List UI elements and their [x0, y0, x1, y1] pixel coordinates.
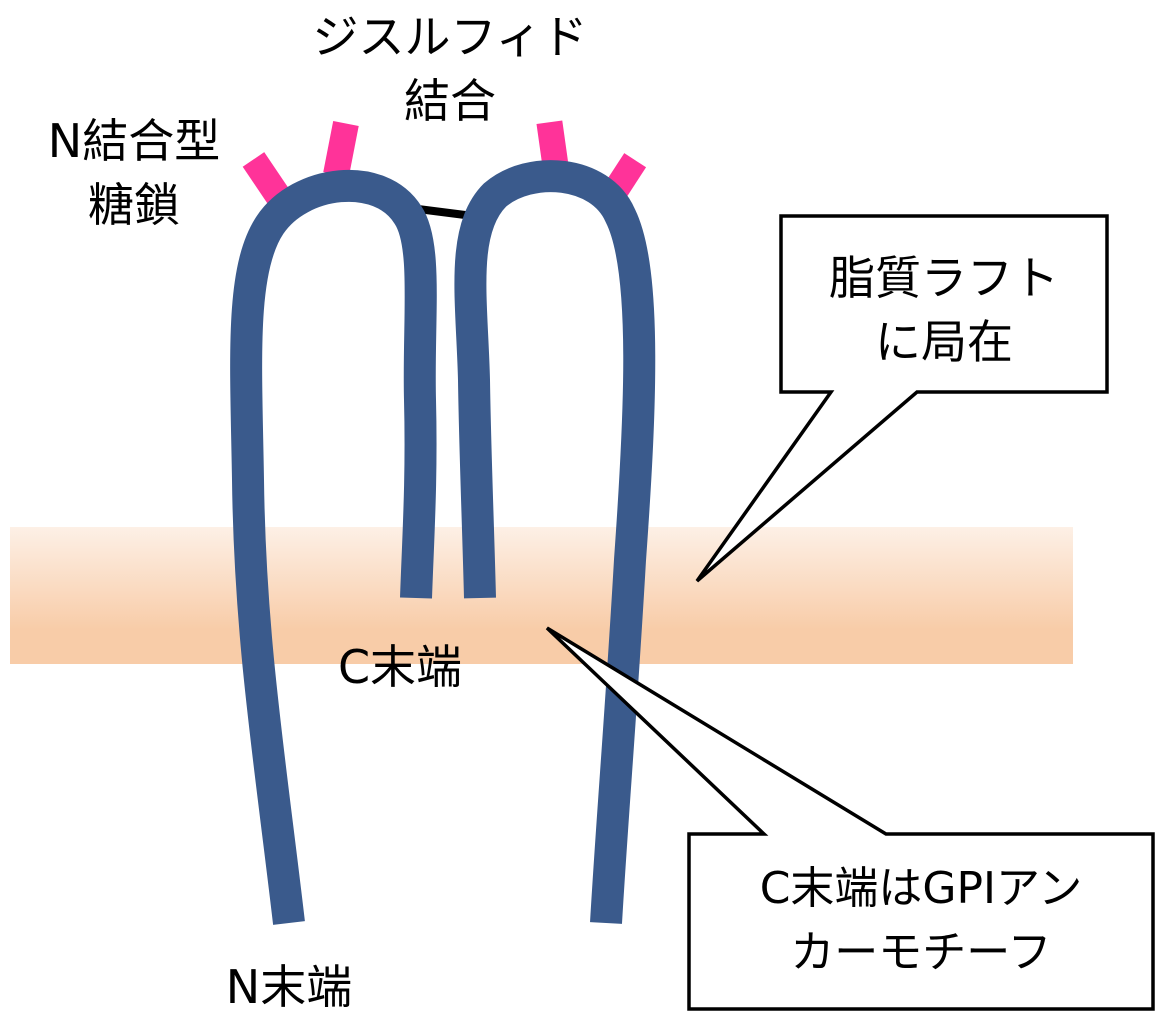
n-glycan-2: [323, 121, 358, 177]
lipid-raft-callout-line1: 脂質ラフト: [829, 251, 1059, 305]
disulfide-label-line1: ジスルフィド: [312, 10, 587, 64]
disulfide-label-line2: 結合: [404, 74, 496, 128]
lipid-membrane: [10, 527, 1073, 664]
gpi-anchor-callout-line2: カーモチーフ: [790, 927, 1051, 978]
lipid-raft-callout-line2: に局在: [875, 315, 1013, 369]
n-glycan-label-line2: 糖鎖: [88, 178, 180, 232]
n-terminus-label: N末端: [226, 960, 352, 1014]
gpi-anchor-callout-line1: C末端はGPIアン: [760, 863, 1083, 914]
n-glycan-label-line1: N結合型: [48, 114, 220, 168]
c-terminus-label: C末端: [338, 640, 462, 694]
